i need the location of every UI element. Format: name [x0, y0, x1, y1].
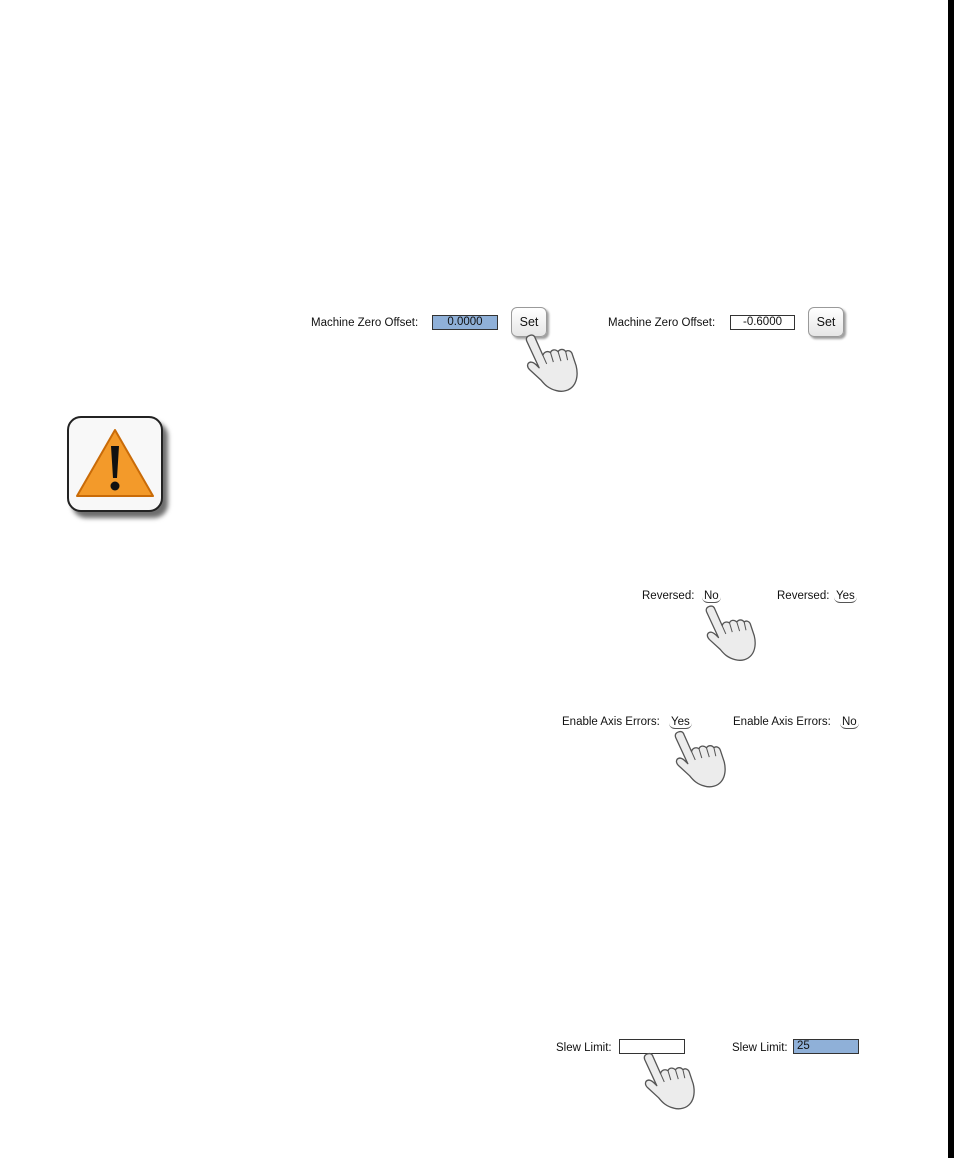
machine-zero-offset-field-after[interactable]: -0.6000 — [730, 315, 795, 330]
pointing-hand-icon — [640, 1050, 696, 1112]
reversed-toggle[interactable]: No — [702, 590, 721, 603]
machine-zero-offset-field[interactable]: 0.0000 — [432, 315, 498, 330]
enable-axis-errors-label-after: Enable Axis Errors: — [733, 716, 831, 728]
reversed-toggle-after[interactable]: Yes — [834, 590, 857, 603]
slew-limit-field[interactable] — [619, 1039, 685, 1054]
page-edge-bar — [948, 0, 954, 1158]
reversed-label-after: Reversed: — [777, 590, 830, 602]
machine-zero-offset-label: Machine Zero Offset: — [311, 317, 419, 329]
pointing-hand-icon — [702, 602, 757, 664]
warning-icon — [67, 416, 163, 512]
set-button-after[interactable]: Set — [808, 307, 844, 337]
enable-axis-errors-toggle[interactable]: Yes — [669, 716, 692, 729]
reversed-label: Reversed: — [642, 590, 695, 602]
set-button[interactable]: Set — [511, 307, 547, 337]
enable-axis-errors-toggle-after[interactable]: No — [840, 716, 859, 729]
slew-limit-label: Slew Limit: — [556, 1042, 612, 1054]
slew-limit-field-after[interactable]: 25 — [793, 1039, 859, 1054]
pointing-hand-icon — [671, 728, 727, 790]
enable-axis-errors-label: Enable Axis Errors: — [562, 716, 660, 728]
pointing-hand-icon — [522, 332, 579, 394]
slew-limit-label-after: Slew Limit: — [732, 1042, 788, 1054]
machine-zero-offset-label-after: Machine Zero Offset: — [608, 317, 716, 329]
